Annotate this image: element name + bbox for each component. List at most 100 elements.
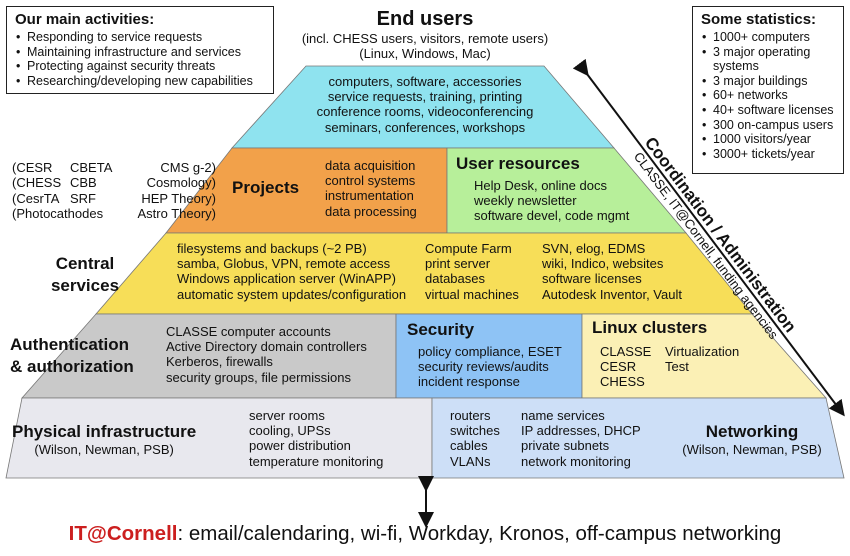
project-name: HEP Theory) bbox=[141, 190, 216, 206]
user-resources-line: weekly newsletter bbox=[474, 193, 577, 209]
network-line: switches bbox=[450, 423, 500, 439]
activities-box: Our main activities: Responding to servi… bbox=[6, 6, 274, 94]
physical-title: Physical infrastructure bbox=[12, 422, 197, 441]
user-resources-line: software devel, code mgmt bbox=[474, 208, 630, 224]
linux-clusters-col1: CLASSE CESR CHESS bbox=[600, 344, 651, 390]
physical-list: server rooms cooling, UPSs power distrib… bbox=[249, 408, 383, 469]
network-line: VLANs bbox=[450, 453, 491, 469]
security-line: policy compliance, ESET bbox=[418, 344, 562, 359]
project-name: Cosmology) bbox=[146, 175, 216, 191]
central-line: print server bbox=[425, 256, 491, 272]
physical-line: server rooms bbox=[249, 408, 325, 423]
central-line: Windows application server (WinAPP) bbox=[177, 271, 396, 287]
activity-item: Responding to service requests bbox=[16, 30, 265, 45]
projects-title: Projects bbox=[232, 178, 300, 197]
auth-line: Active Directory domain controllers bbox=[166, 339, 367, 355]
security-line: security reviews/audits bbox=[418, 359, 549, 375]
central-line: SVN, elog, EDMS bbox=[542, 241, 646, 256]
cluster-name: CHESS bbox=[600, 374, 645, 390]
auth-line: CLASSE computer accounts bbox=[166, 324, 331, 339]
authentication-list: CLASSE computer accounts Active Director… bbox=[166, 324, 367, 385]
central-title-line: Central bbox=[55, 254, 115, 273]
physical-line: cooling, UPSs bbox=[249, 423, 331, 439]
end-users-subtitle: (incl. CHESS users, visitors, remote use… bbox=[301, 31, 549, 46]
central-line: wiki, Indico, websites bbox=[542, 256, 664, 272]
networking-col2: name services IP addresses, DHCP private… bbox=[521, 408, 641, 469]
networking-header: Networking (Wilson, Newman, PSB) bbox=[672, 422, 832, 457]
end-users-line: computers, software, accessories bbox=[328, 74, 522, 89]
security-line: incident response bbox=[418, 374, 520, 390]
statistics-list: 1000+ computers 3 major operating system… bbox=[701, 30, 835, 161]
project-name: CMS g-2) bbox=[160, 160, 216, 175]
stat-item: 300 on-campus users bbox=[702, 118, 835, 133]
cluster-name: Test bbox=[665, 359, 689, 375]
project-name: (CHESS bbox=[12, 175, 62, 191]
end-users-services: computers, software, accessories service… bbox=[300, 74, 550, 135]
network-line: network monitoring bbox=[521, 453, 631, 469]
user-resources-title: User resources bbox=[456, 154, 580, 173]
itcornell-text: : email/calendaring, wi-fi, Workday, Kro… bbox=[177, 522, 782, 545]
activities-list: Responding to service requests Maintaini… bbox=[15, 30, 265, 88]
stat-item: 3 major buildings bbox=[702, 74, 835, 89]
end-users-line: conference rooms, videoconferencing bbox=[316, 104, 534, 120]
statistics-heading: Some statistics: bbox=[701, 11, 817, 28]
security-title: Security bbox=[407, 320, 475, 339]
activity-item: Maintaining infrastructure and services bbox=[16, 45, 265, 60]
physical-line: power distribution bbox=[249, 438, 351, 454]
end-users-header: End users (incl. CHESS users, visitors, … bbox=[275, 8, 575, 61]
central-line: Compute Farm bbox=[425, 241, 512, 256]
network-line: cables bbox=[450, 438, 488, 454]
end-users-title: End users bbox=[376, 8, 474, 30]
central-line: automatic system updates/configuration bbox=[177, 286, 407, 302]
central-line: samba, Globus, VPN, remote access bbox=[177, 256, 391, 272]
network-line: private subnets bbox=[521, 438, 610, 454]
linux-clusters-title: Linux clusters bbox=[592, 318, 708, 337]
user-resources-line: Help Desk, online docs bbox=[474, 178, 607, 193]
cluster-name: CLASSE bbox=[600, 344, 652, 359]
coordination-arrow bbox=[572, 58, 845, 417]
projects-line: instrumentation bbox=[325, 188, 414, 204]
central-services-col2: Compute Farm print server databases virt… bbox=[425, 241, 519, 302]
project-name: CBETA bbox=[70, 160, 113, 175]
project-name: (CesrTA bbox=[12, 190, 60, 206]
physical-header: Physical infrastructure (Wilson, Newman,… bbox=[12, 422, 196, 457]
cluster-name: Virtualization bbox=[665, 344, 740, 359]
project-name: CBB bbox=[70, 175, 97, 191]
central-line: databases bbox=[425, 271, 485, 287]
itcornell-footer: IT@Cornell: email/calendaring, wi-fi, Wo… bbox=[0, 522, 850, 546]
activity-item: Researching/developing new capabilities bbox=[16, 74, 265, 89]
central-line: filesystems and backups (~2 PB) bbox=[177, 241, 367, 256]
stat-item: 1000 visitors/year bbox=[702, 132, 835, 147]
itcornell-brand: IT@Cornell bbox=[68, 522, 178, 545]
cluster-name: CESR bbox=[600, 359, 637, 375]
auth-line: security groups, file permissions bbox=[166, 369, 351, 385]
activity-item: Protecting against security threats bbox=[16, 59, 265, 74]
project-name: Astro Theory) bbox=[137, 205, 216, 221]
network-line: routers bbox=[450, 408, 491, 423]
auth-title-line: & authorization bbox=[10, 357, 134, 376]
stat-item: 3000+ tickets/year bbox=[702, 147, 835, 162]
end-users-line: seminars, conferences, workshops bbox=[324, 119, 526, 135]
security-list: policy compliance, ESET security reviews… bbox=[418, 344, 562, 390]
stat-text: 3 major operating systems bbox=[713, 44, 811, 74]
stat-item: 60+ networks bbox=[702, 88, 835, 103]
projects-line: data acquisition bbox=[325, 158, 416, 173]
central-line: virtual machines bbox=[425, 286, 519, 302]
central-line: software licenses bbox=[542, 271, 642, 287]
stat-item: 40+ software licenses bbox=[702, 103, 835, 118]
stat-item: 3 major operating systems bbox=[702, 44, 843, 74]
projects-line: control systems bbox=[325, 173, 416, 189]
end-users-platforms: (Linux, Windows, Mac) bbox=[359, 46, 491, 61]
projects-list: data acquisition control systems instrum… bbox=[325, 158, 417, 219]
statistics-box: Some statistics: 1000+ computers 3 major… bbox=[692, 6, 844, 174]
networking-col1: routers switches cables VLANs bbox=[450, 408, 500, 469]
project-name bbox=[70, 206, 132, 221]
projects-line: data processing bbox=[325, 203, 417, 219]
auth-title-line: Authentication bbox=[10, 335, 129, 354]
central-services-col1: filesystems and backups (~2 PB) samba, G… bbox=[177, 241, 406, 302]
physical-subtitle: (Wilson, Newman, PSB) bbox=[34, 442, 174, 457]
network-line: name services bbox=[521, 408, 605, 423]
stat-item: 1000+ computers bbox=[702, 30, 835, 45]
